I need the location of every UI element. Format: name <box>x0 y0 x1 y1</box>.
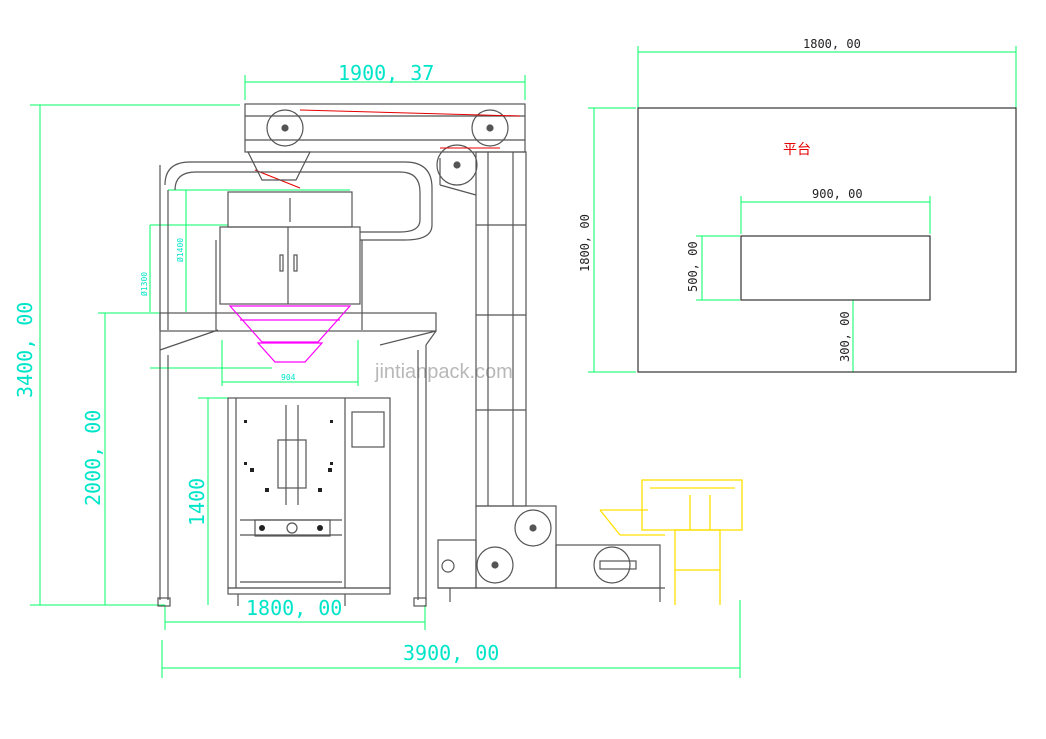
packer-width-label: 1800, 00 <box>246 596 342 620</box>
elevator-accents <box>254 109 521 189</box>
watermark-text: jintianpack.com <box>374 361 513 383</box>
platform-outline <box>637 107 1017 373</box>
weigher-support-frame <box>157 161 437 607</box>
vibratory-feeder <box>599 479 743 605</box>
plan-labels: 1800, 00 1800, 00 平台 900, 00 500, 00 300… <box>578 37 863 362</box>
plan-width-label: 1800, 00 <box>803 37 861 51</box>
hopper-width-label: 904 <box>281 373 296 382</box>
vffs-packing-machine <box>227 397 391 606</box>
bucket-elevator <box>244 103 665 602</box>
total-width-label: 3900, 00 <box>403 641 499 665</box>
dimension-labels: 1900, 37 3400, 00 2000, 00 1400 1800, 00… <box>13 61 499 665</box>
inner-dim-a-label: Ø1400 <box>175 238 185 262</box>
opening-offset-label: 300, 00 <box>838 311 852 362</box>
vffs-details <box>244 420 333 531</box>
opening-width-label: 900, 00 <box>812 187 863 201</box>
plan-height-label: 1800, 00 <box>578 214 592 272</box>
platform-plan-view <box>637 107 1017 373</box>
multihead-weigher <box>215 151 363 330</box>
top-width-label: 1900, 37 <box>338 61 434 85</box>
discharge-hopper <box>228 305 352 363</box>
control-panel-screen <box>351 411 385 448</box>
dimension-lines <box>30 46 1017 678</box>
total-height-label: 3400, 00 <box>13 302 37 398</box>
inner-dim-b-label: Ø1300 <box>139 272 149 296</box>
platform-label: 平台 <box>783 142 811 158</box>
opening-height-label: 500, 00 <box>686 241 700 292</box>
platform-height-label: 2000, 00 <box>81 410 105 506</box>
platform-opening <box>740 235 931 301</box>
packer-height-label: 1400 <box>185 478 209 526</box>
